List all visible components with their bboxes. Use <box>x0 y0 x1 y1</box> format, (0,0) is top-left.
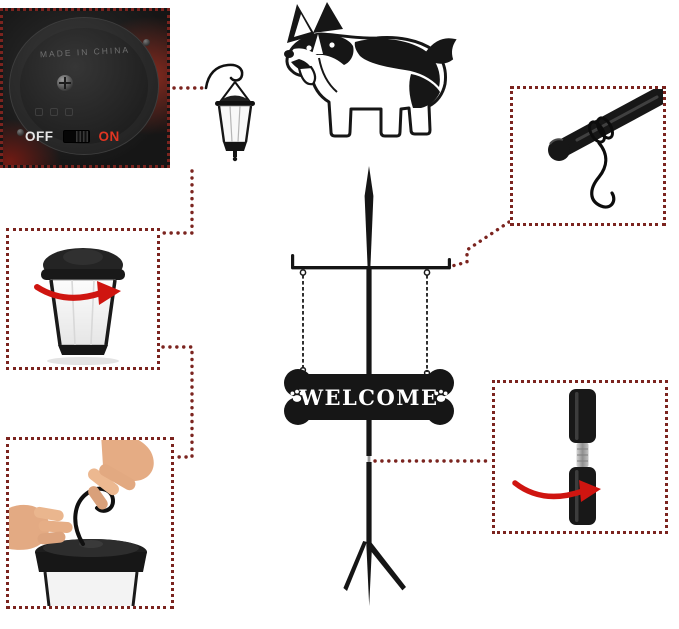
hands-hook-figure <box>9 440 154 606</box>
slide-switch <box>62 130 90 143</box>
corgi-nose <box>284 50 294 58</box>
lantern-frame-ribs <box>217 105 253 143</box>
frame-ribs <box>43 571 139 606</box>
ground-prong-center <box>366 546 372 606</box>
rotating-lantern-figure <box>34 248 125 365</box>
lid-flange <box>41 269 125 280</box>
connector-hook-inset-to-crossbar <box>450 220 511 268</box>
hanging-lantern-icon <box>204 63 255 162</box>
hanger-hook-wire <box>204 63 244 90</box>
corgi-body <box>284 2 457 138</box>
hanging-chains <box>299 269 431 377</box>
switch-knob <box>75 131 88 142</box>
pole-joint-inset <box>492 380 668 534</box>
lantern-shadow <box>47 357 119 365</box>
corgi-chest-line <box>318 57 338 93</box>
pole-joint-figure <box>512 389 601 525</box>
screw-icon <box>17 129 24 136</box>
clip-coil <box>596 116 614 140</box>
corgi-hip-patch <box>409 74 440 108</box>
bone-shape <box>284 369 454 425</box>
twist-arrow <box>512 480 586 500</box>
corgi-ear-right <box>313 2 343 33</box>
off-label: OFF <box>25 129 54 144</box>
paw-print-icon <box>434 389 448 402</box>
ground-prong-right <box>366 542 406 591</box>
pole-joint-pin <box>367 456 371 462</box>
lantern-finial-ball <box>232 156 238 162</box>
left-hand <box>9 505 73 550</box>
connector-lantern-to-rotate-inset <box>161 169 194 235</box>
ground-prong-left <box>343 541 367 591</box>
crossbar-left-hook <box>291 254 295 268</box>
stake-top-spike <box>364 166 374 267</box>
stake-crossbar <box>291 266 451 270</box>
lid-hub <box>79 540 103 548</box>
lantern-bail <box>219 81 251 103</box>
lantern-twist-inset <box>6 228 160 370</box>
lantern-base <box>223 142 247 151</box>
welcome-sign: WELCOME <box>284 369 454 425</box>
power-switch: OFF ON <box>25 129 120 144</box>
crossbar-right-hook <box>447 258 451 268</box>
pole-rod-highlight <box>575 95 659 142</box>
cap-rim-highlight <box>549 138 564 145</box>
welcome-text: WELCOME <box>298 385 438 410</box>
hook-clip-closeup-inset <box>510 86 666 226</box>
dotted-connector-lines <box>161 86 511 463</box>
corgi-head-mask <box>291 34 354 65</box>
corgi-eye <box>306 45 312 51</box>
corgi-eye <box>329 42 335 48</box>
corgi-ear-inner <box>294 14 311 37</box>
lantern-mullions <box>229 105 241 143</box>
corgi-dog-silhouette <box>284 2 457 138</box>
screw-icon <box>57 75 73 91</box>
hands-hook-inset <box>6 437 174 609</box>
clip-hook-wire <box>590 141 616 209</box>
lantern-base-ring <box>58 345 108 355</box>
pin-ridges <box>577 448 588 462</box>
corgi-blaze <box>312 34 323 54</box>
garden-stake <box>291 166 451 606</box>
stake-pole-lower <box>366 462 372 546</box>
twist-arrow-head <box>97 281 121 305</box>
on-label: ON <box>98 129 120 144</box>
pole-end-cap <box>548 139 570 161</box>
corgi-tail <box>425 38 457 64</box>
twist-arrow-head <box>579 480 601 502</box>
twist-arrow <box>34 284 104 301</box>
lantern-lid-side <box>35 552 147 572</box>
screw-icon <box>143 39 150 46</box>
lantern-finial <box>233 151 237 157</box>
corgi-tongue <box>297 65 317 86</box>
chain-hook-icon <box>299 269 307 276</box>
certification-marks <box>35 108 73 116</box>
right-hand <box>88 440 154 510</box>
upper-tube <box>569 389 596 443</box>
lantern-base-photo: MADE IN CHINA OFF ON <box>3 11 167 165</box>
lantern-lid <box>218 95 252 102</box>
chain-hook-icon <box>423 269 431 276</box>
paw-print-icon <box>290 389 304 402</box>
glass-mullions <box>71 279 95 346</box>
stake-pole-upper <box>366 269 372 456</box>
hook-clip-figure <box>548 89 663 209</box>
connector-rotate-to-hands-inset <box>161 345 194 459</box>
upper-tube-highlight <box>575 392 579 440</box>
lower-tube-highlight <box>575 470 579 522</box>
solar-lid-top <box>63 249 103 265</box>
lantern-glass-body <box>45 572 137 606</box>
lantern-lid-flange <box>215 101 255 106</box>
power-switch-closeup-inset: MADE IN CHINA OFF ON <box>0 8 170 168</box>
corgi-saddle <box>354 38 440 87</box>
clip-coil <box>588 120 606 144</box>
